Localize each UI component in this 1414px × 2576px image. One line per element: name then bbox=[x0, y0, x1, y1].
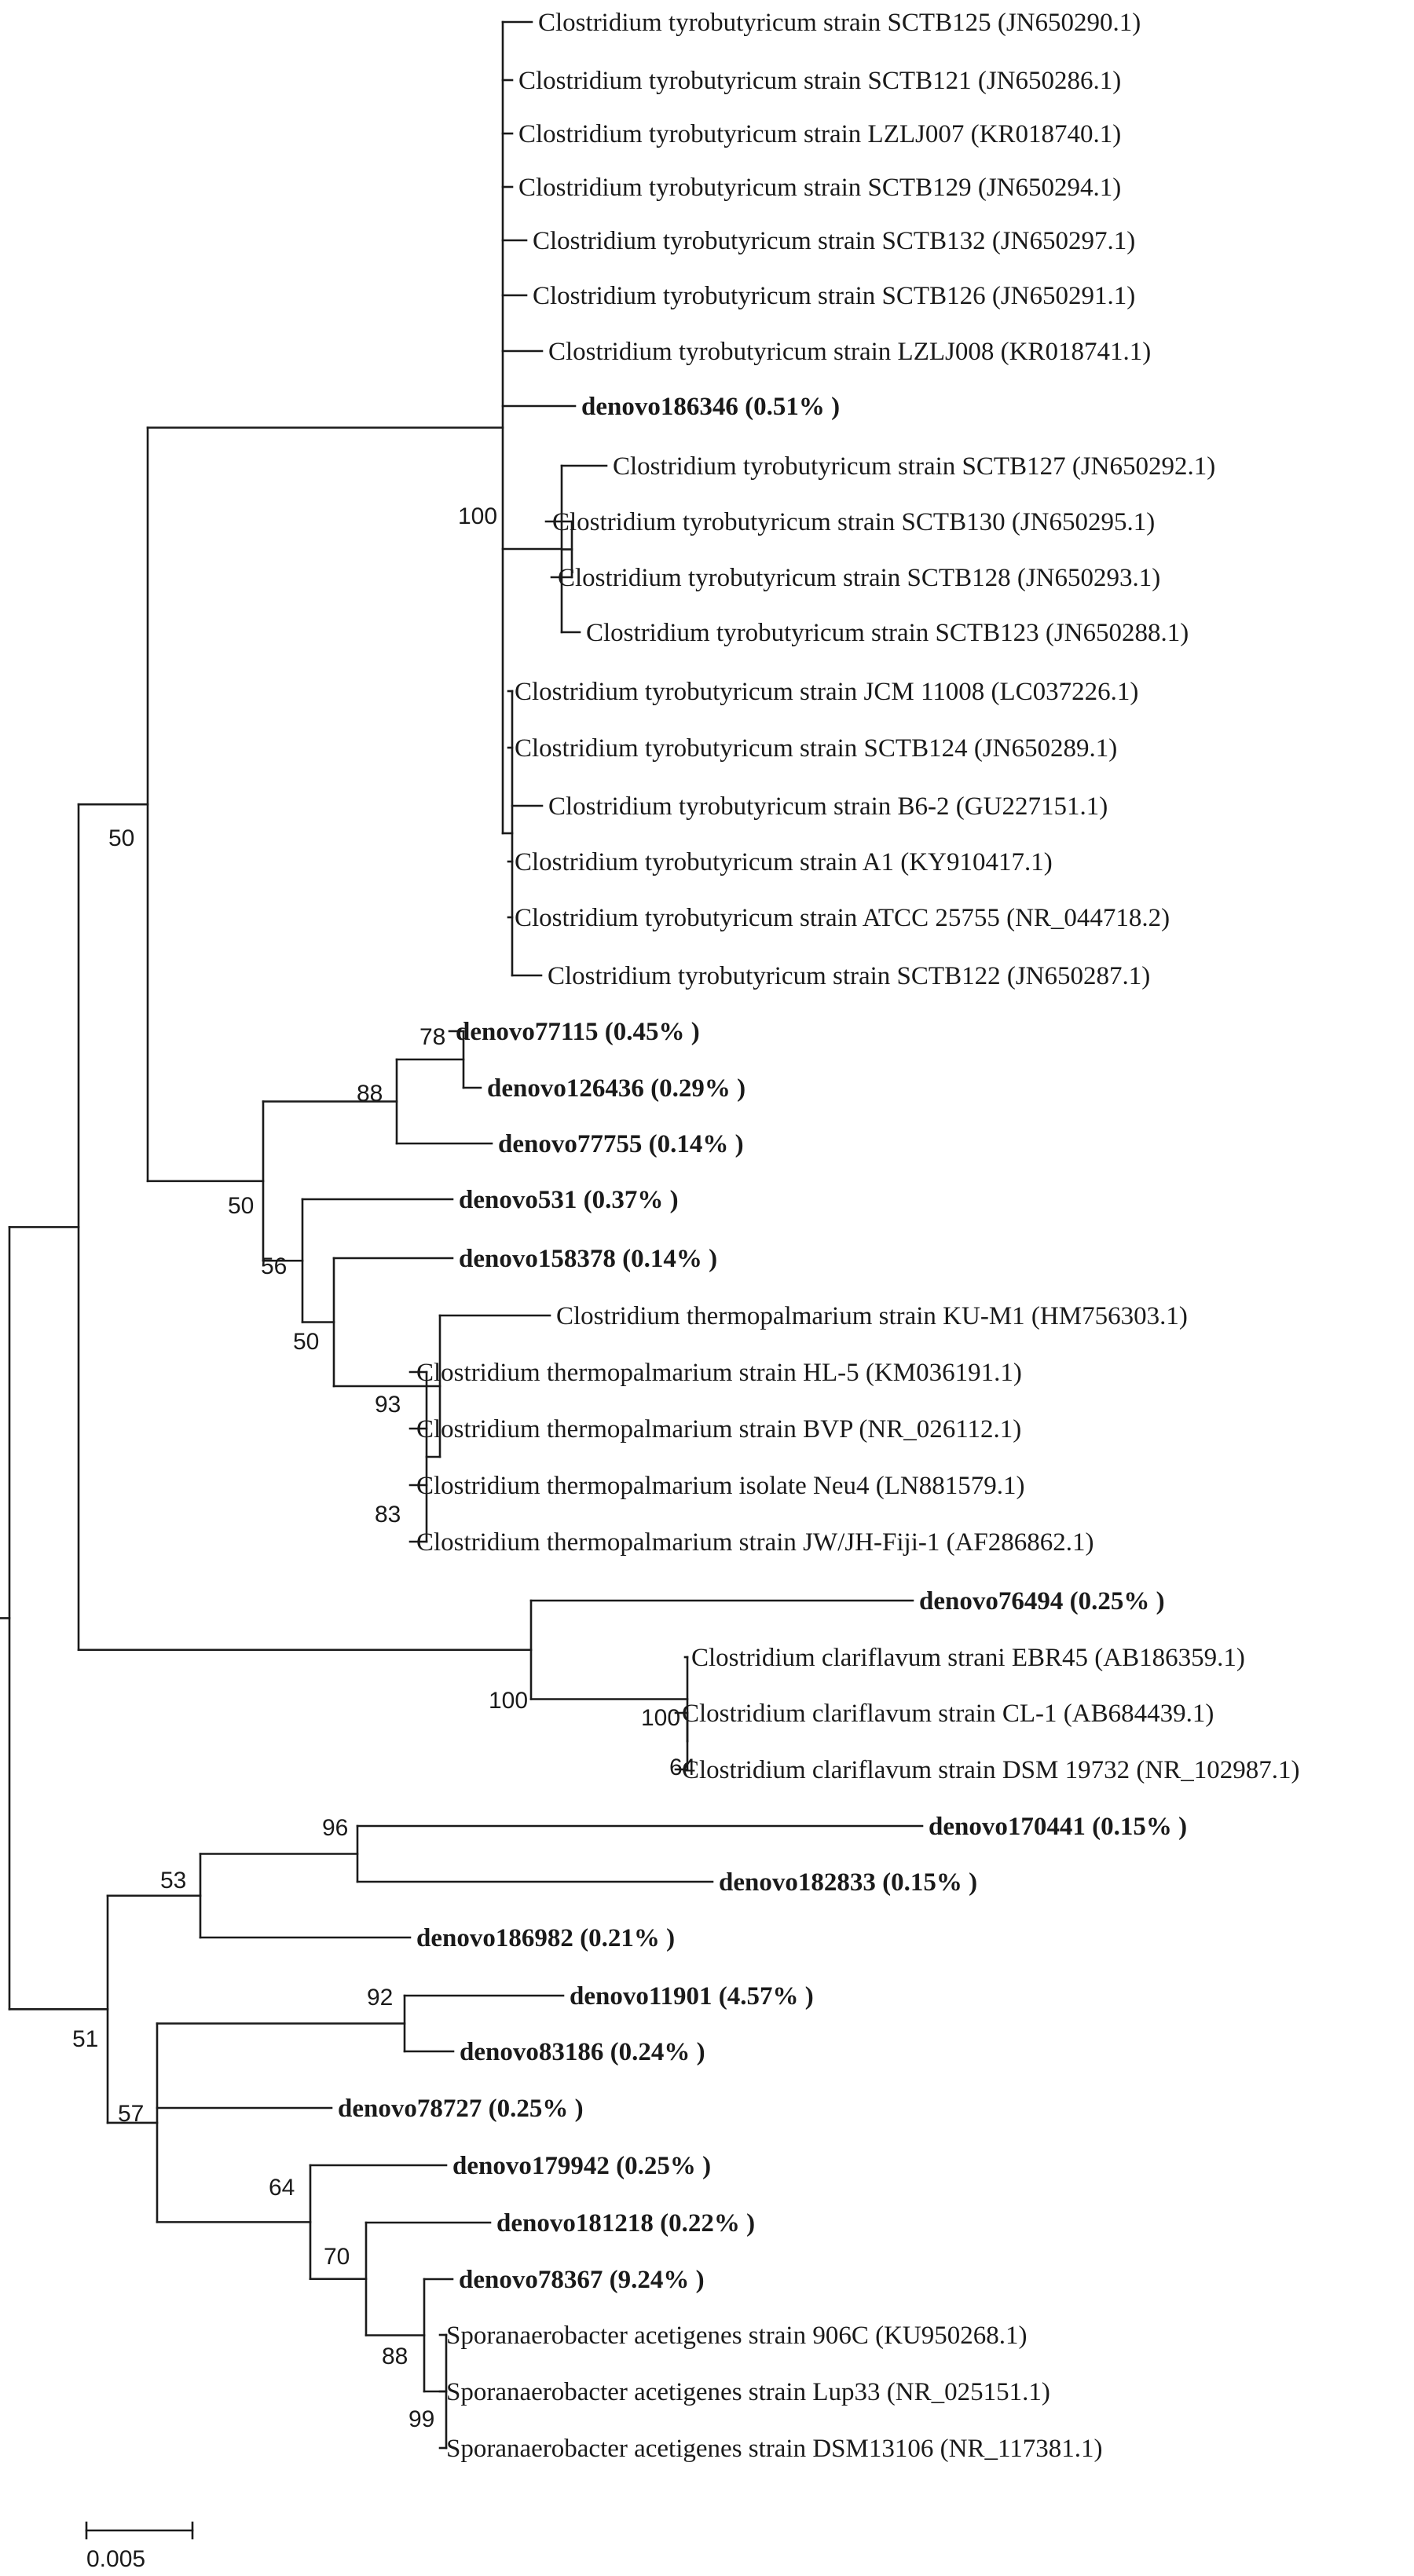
bootstrap-value: 64 bbox=[669, 1755, 695, 1780]
leaf-label: denovo182833 (0.15% ) bbox=[719, 1868, 977, 1897]
leaf-label: Clostridium tyrobutyricum strain B6-2 (G… bbox=[548, 792, 1108, 821]
leaf-label: Clostridium tyrobutyricum strain SCTB130… bbox=[552, 508, 1155, 536]
leaf-label: Clostridium thermopalmarium isolate Neu4… bbox=[416, 1472, 1024, 1500]
leaf-label: Clostridium tyrobutyricum strain LZLJ007… bbox=[518, 120, 1121, 148]
bootstrap-value: 93 bbox=[375, 1392, 401, 1418]
bootstrap-value: 51 bbox=[72, 2026, 98, 2052]
bootstrap-value: 96 bbox=[322, 1815, 348, 1841]
leaf-label: Clostridium tyrobutyricum strain SCTB124… bbox=[515, 734, 1117, 763]
bootstrap-value: 50 bbox=[228, 1193, 254, 1219]
bootstrap-value: 92 bbox=[367, 1985, 393, 2011]
bootstrap-value: 56 bbox=[261, 1253, 287, 1279]
leaf-label: Clostridium tyrobutyricum strain ATCC 25… bbox=[515, 904, 1170, 932]
leaf-label: denovo158378 (0.14% ) bbox=[459, 1245, 717, 1273]
leaf-labels: Clostridium tyrobutyricum strain SCTB125… bbox=[338, 9, 1299, 2463]
bootstrap-value: 50 bbox=[108, 825, 134, 851]
leaf-label: Clostridium tyrobutyricum strain LZLJ008… bbox=[548, 338, 1151, 366]
leaf-label: Clostridium tyrobutyricum strain SCTB132… bbox=[533, 227, 1135, 255]
bootstrap-labels: 100 50 78 88 50 56 50 93 83 100 100 64 96 53 92 51 57 64 7… bbox=[72, 503, 695, 2432]
leaf-label: denovo186982 (0.21% ) bbox=[416, 1924, 675, 1952]
leaf-label: Clostridium tyrobutyricum strain SCTB127… bbox=[613, 452, 1215, 481]
bootstrap-value: 100 bbox=[458, 503, 497, 529]
leaf-label: Clostridium tyrobutyricum strain SCTB128… bbox=[558, 564, 1160, 592]
leaf-label: denovo181218 (0.22% ) bbox=[496, 2209, 755, 2238]
bootstrap-value: 88 bbox=[382, 2344, 408, 2369]
leaf-label: Clostridium thermopalmarium strain HL-5 … bbox=[416, 1359, 1022, 1387]
bootstrap-value: 53 bbox=[160, 1868, 186, 1894]
leaf-label: denovo78727 (0.25% ) bbox=[338, 2095, 584, 2123]
leaf-label: Clostridium tyrobutyricum strain SCTB125… bbox=[538, 9, 1141, 37]
leaf-label: Clostridium clariflavum strain CL-1 (AB6… bbox=[682, 1700, 1214, 1728]
bootstrap-value: 64 bbox=[269, 2175, 295, 2201]
leaf-label: Sporanaerobacter acetigenes strain DSM13… bbox=[446, 2435, 1102, 2463]
bootstrap-value: 50 bbox=[293, 1329, 319, 1355]
leaf-label: denovo78367 (9.24% ) bbox=[459, 2266, 705, 2294]
leaf-label: Clostridium thermopalmarium strain KU-M1… bbox=[556, 1302, 1188, 1330]
leaf-label: denovo11901 (4.57% ) bbox=[570, 1982, 814, 2011]
leaf-label: denovo186346 (0.51% ) bbox=[581, 393, 840, 421]
bootstrap-value: 78 bbox=[419, 1024, 445, 1050]
leaf-label: denovo76494 (0.25% ) bbox=[919, 1587, 1165, 1615]
leaf-label: denovo126436 (0.29% ) bbox=[487, 1074, 745, 1103]
bootstrap-value: 83 bbox=[375, 1502, 401, 1528]
leaf-label: Clostridium thermopalmarium strain JW/JH… bbox=[416, 1528, 1094, 1557]
leaf-label: Clostridium tyrobutyricum strain SCTB121… bbox=[518, 67, 1121, 95]
leaf-label: Clostridium tyrobutyricum strain SCTB126… bbox=[533, 282, 1135, 310]
bootstrap-value: 88 bbox=[357, 1081, 383, 1107]
bootstrap-value: 100 bbox=[489, 1688, 528, 1714]
bootstrap-value: 100 bbox=[641, 1705, 680, 1731]
leaf-label: Clostridium tyrobutyricum strain SCTB122… bbox=[548, 962, 1150, 990]
leaf-label: denovo77755 (0.14% ) bbox=[498, 1130, 744, 1158]
leaf-label: Clostridium tyrobutyricum strain A1 (KY9… bbox=[515, 848, 1053, 876]
bootstrap-value: 99 bbox=[408, 2406, 434, 2432]
scale-bar-label: 0.005 bbox=[86, 2546, 145, 2572]
leaf-label: Clostridium tyrobutyricum strain SCTB129… bbox=[518, 174, 1121, 202]
leaf-label: Clostridium thermopalmarium strain BVP (… bbox=[416, 1415, 1021, 1444]
bootstrap-value: 57 bbox=[118, 2101, 144, 2127]
leaf-label: Clostridium clariflavum strani EBR45 (AB… bbox=[691, 1644, 1245, 1672]
scale-bar: 0.005 bbox=[85, 2521, 194, 2572]
leaf-label: Sporanaerobacter acetigenes strain Lup33… bbox=[446, 2378, 1050, 2406]
leaf-label: Clostridium tyrobutyricum strain JCM 110… bbox=[515, 678, 1138, 706]
leaf-label: Sporanaerobacter acetigenes strain 906C … bbox=[446, 2322, 1028, 2350]
bootstrap-value: 70 bbox=[324, 2244, 350, 2270]
leaf-label: Clostridium clariflavum strain DSM 19732… bbox=[682, 1756, 1299, 1784]
leaf-label: denovo531 (0.37% ) bbox=[459, 1186, 679, 1214]
leaf-label: denovo77115 (0.45% ) bbox=[456, 1018, 700, 1046]
tree-branches bbox=[0, 20, 924, 2450]
leaf-label: Clostridium tyrobutyricum strain SCTB123… bbox=[586, 619, 1189, 647]
leaf-label: denovo179942 (0.25% ) bbox=[452, 2152, 711, 2180]
leaf-label: denovo83186 (0.24% ) bbox=[460, 2038, 705, 2066]
leaf-label: denovo170441 (0.15% ) bbox=[929, 1813, 1187, 1841]
